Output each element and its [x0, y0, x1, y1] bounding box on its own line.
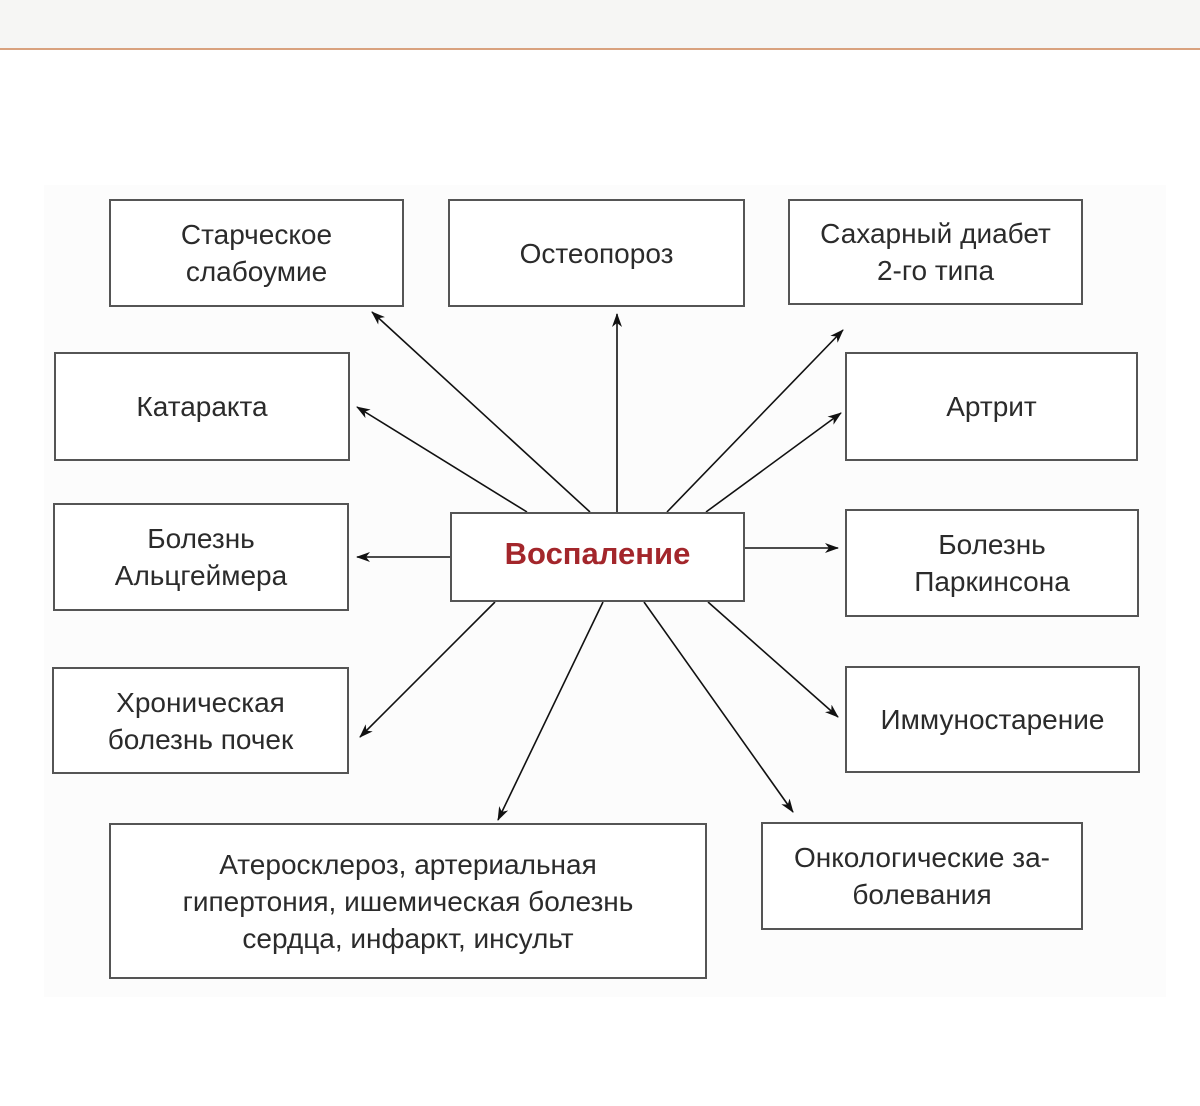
arrow-to-cardiovascular [497, 601, 604, 821]
node-diabetes: Сахарный диабет 2-го типа [788, 199, 1083, 305]
arrow-to-ckd [359, 601, 496, 738]
node-ckd-line2: болезнь почек [107, 723, 294, 755]
arrow-to-immunosenescence [707, 601, 839, 718]
node-cataract: Катаракта [54, 352, 350, 461]
node-diabetes-line1: Сахарный диабет [820, 218, 1051, 249]
node-osteoporosis: Остеопороз [448, 199, 745, 307]
node-inflammation-center: Воспаление [450, 512, 745, 602]
node-arthritis-label: Артрит [946, 391, 1037, 422]
arrow-to-dementia [371, 311, 591, 513]
node-immunosenescence: Иммуностарение [845, 666, 1140, 773]
node-dementia: Старческое слабоумие [109, 199, 404, 307]
node-ckd-line1: Хроническая [116, 686, 285, 718]
node-cataract-label: Катаракта [136, 391, 268, 422]
node-alzheimer-line1: Болезнь [147, 523, 255, 554]
top-bar [0, 0, 1200, 50]
node-diabetes-line2: 2-го типа [876, 255, 995, 286]
node-arthritis: Артрит [845, 352, 1138, 461]
node-ckd: Хроническая болезнь почек [52, 667, 349, 774]
node-alzheimer-line2: Альцгеймера [114, 560, 288, 591]
node-oncology-line1: Онкологические за- [794, 842, 1050, 873]
arrow-to-oncology [643, 601, 794, 813]
arrow-to-diabetes [666, 329, 844, 513]
node-dementia-line2: слабоумие [185, 256, 328, 287]
node-alzheimer: Болезнь Альцгеймера [53, 503, 349, 611]
center-label: Воспаление [504, 535, 691, 571]
node-parkinson-line2: Паркинсона [914, 566, 1070, 597]
node-dementia-line1: Старческое [180, 219, 333, 250]
node-cardiovascular: Атеросклероз, артериальная гипертония, и… [109, 823, 707, 979]
node-parkinson-line1: Болезнь [938, 529, 1046, 560]
node-cardiovascular-line1: Атеросклероз, артериальная [219, 848, 597, 880]
node-cardiovascular-line2: гипертония, ишемическая болезнь [182, 885, 634, 917]
node-immunosenescence-label: Иммуностарение [880, 704, 1105, 735]
arrow-to-arthritis [705, 412, 842, 513]
node-cardiovascular-line3: сердца, инфаркт, инсульт [242, 922, 574, 954]
arrow-to-cataract [356, 406, 528, 513]
node-osteoporosis-label: Остеопороз [519, 237, 674, 269]
node-oncology: Онкологические за- болевания [761, 822, 1083, 930]
node-oncology-line2: болевания [852, 879, 992, 910]
node-parkinson: Болезнь Паркинсона [845, 509, 1139, 617]
